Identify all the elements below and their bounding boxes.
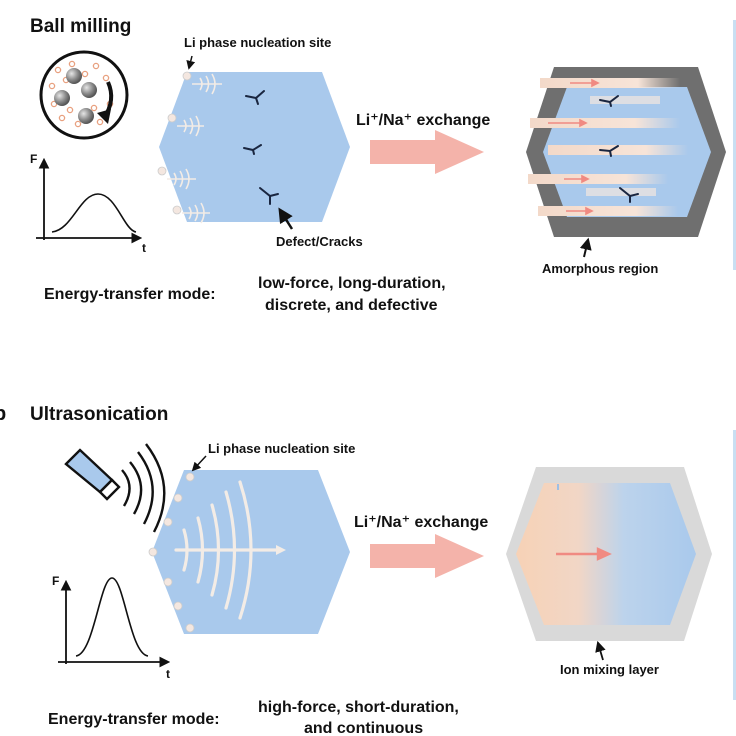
nucleation-site xyxy=(163,577,173,587)
energy-mode-line2-b: and continuous xyxy=(304,720,423,736)
force-curve xyxy=(51,193,137,233)
milling-ball xyxy=(81,82,97,98)
nucleation-site xyxy=(148,547,158,557)
ion-flow-arrow-icon xyxy=(556,547,612,561)
panel-a-title: Ball milling xyxy=(30,16,131,37)
force-time-graph-broad: F t xyxy=(30,152,146,255)
axis-f-label: F xyxy=(30,152,37,166)
ion-flow-arrow-icon xyxy=(548,78,600,216)
right-edge-line-bottom xyxy=(733,430,736,700)
nucleation-site xyxy=(173,493,183,503)
exchange-arrow-b: Li⁺/Na⁺ exchange xyxy=(354,514,488,578)
defect-cracks-label: Defect/Cracks xyxy=(276,234,363,249)
nucleation-site xyxy=(185,472,195,482)
axis-t-label: t xyxy=(166,667,170,681)
shock-wave-icon xyxy=(167,73,222,224)
nucleation-site xyxy=(173,601,183,611)
energy-mode-line1-b: high-force, short-duration, xyxy=(258,699,459,716)
crack-icon xyxy=(243,90,279,205)
sound-wave-icon xyxy=(121,443,166,533)
ion-mixing-layer-label: Ion mixing layer xyxy=(560,662,659,677)
panel-ultrasonication: b Ultrasonication F t xyxy=(0,403,712,736)
nucleation-site xyxy=(185,623,195,633)
milling-ball xyxy=(78,108,94,124)
panel-b-letter: b xyxy=(0,403,6,425)
crack-icon xyxy=(599,95,639,203)
right-edge-line-top xyxy=(733,20,736,270)
energy-mode-label-a: Energy-transfer mode: xyxy=(44,286,216,303)
milling-ball xyxy=(54,90,70,106)
acoustic-wave-icon xyxy=(174,480,280,620)
nucleation-site xyxy=(172,205,182,215)
crystal-hexagon-before: Li phase nucleation site Defect/Cracks xyxy=(157,35,363,249)
energy-mode-line2-a: discrete, and defective xyxy=(265,297,438,314)
nucleation-site-label: Li phase nucleation site xyxy=(208,441,355,456)
crystal-hexagon-after-mixing: Ion mixing layer xyxy=(506,467,712,677)
exchange-label: Li⁺/Na⁺ exchange xyxy=(356,112,490,129)
panel-ball-milling: Ball milling F t xyxy=(30,16,726,314)
exchange-channels xyxy=(528,78,688,216)
amorphous-region-label: Amorphous region xyxy=(542,261,658,276)
crystal-hexagon-after-amorphous: Amorphous region xyxy=(526,67,726,276)
nucleation-site xyxy=(157,166,167,176)
axis-t-label: t xyxy=(142,241,146,255)
nucleation-site-label: Li phase nucleation site xyxy=(184,35,331,50)
force-curve xyxy=(75,577,149,657)
panel-b-title: Ultrasonication xyxy=(30,404,168,425)
nucleation-site xyxy=(182,71,192,81)
ultrasonic-probe-icon xyxy=(64,443,166,533)
crystal-hexagon-before-sonication: Li phase nucleation site xyxy=(148,441,355,634)
exchange-arrow-a: Li⁺/Na⁺ exchange xyxy=(356,112,490,174)
energy-mode-label-b: Energy-transfer mode: xyxy=(48,711,220,728)
milling-jar-icon xyxy=(39,50,129,140)
axis-f-label: F xyxy=(52,574,59,588)
energy-mode-line1-a: low-force, long-duration, xyxy=(258,275,446,292)
force-time-graph-narrow: F t xyxy=(52,574,171,681)
nucleation-site xyxy=(167,113,177,123)
nucleation-site xyxy=(163,517,173,527)
exchange-label: Li⁺/Na⁺ exchange xyxy=(354,514,488,531)
milling-ball xyxy=(66,68,82,84)
